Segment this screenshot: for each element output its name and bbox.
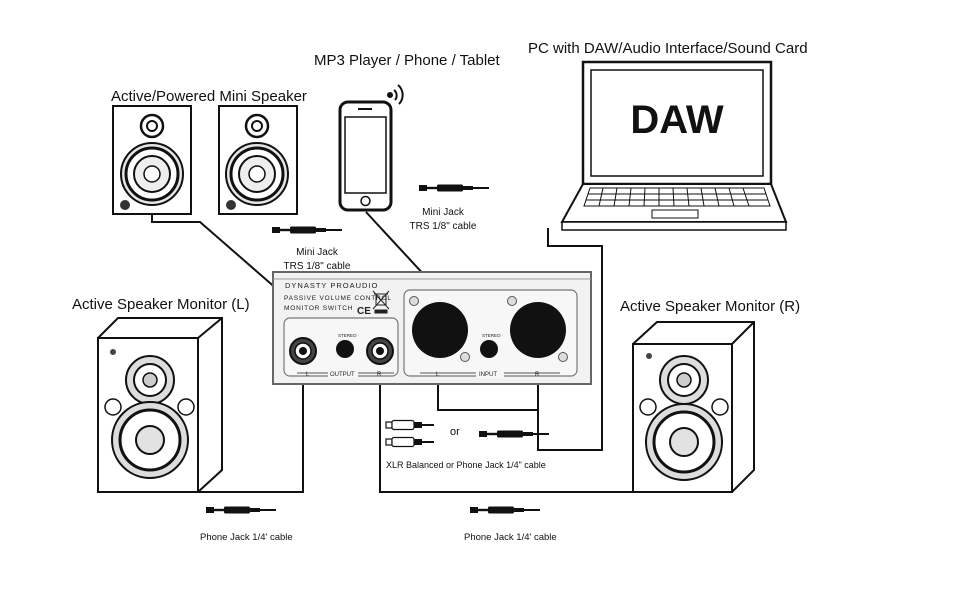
xlr-plug-icon	[385, 419, 435, 431]
mini-jack-plug-icon	[271, 225, 343, 235]
cable-output-l-to-monitor-l	[178, 372, 304, 493]
wireless-signal-icon	[387, 84, 404, 105]
dynasty-proaudio-device: DYNASTY PROAUDIO PASSIVE VOLUME CONTROL …	[272, 271, 592, 385]
crossed-out-bin-icon	[372, 290, 390, 314]
cable-input-l-r-bridge	[437, 372, 539, 411]
phone-jack-right-caption: Phone Jack 1/4' cable	[464, 532, 557, 543]
monitor-right-label: Active Speaker Monitor (R)	[620, 298, 801, 315]
xlr-plug-icon	[385, 436, 435, 448]
input-xlr-l[interactable]	[412, 302, 468, 358]
input-r-label: R	[535, 372, 540, 378]
input-l-label: L	[436, 372, 440, 378]
mini-jack-right-line1: Mini Jack	[422, 207, 464, 218]
mini-jack-right-line2: TRS 1/8" cable	[409, 221, 477, 232]
mini-speaker-label: Active/Powered Mini Speaker	[111, 88, 307, 105]
input-xlr-r[interactable]	[510, 302, 566, 358]
mp3-player-label: MP3 Player / Phone / Tablet	[314, 52, 500, 69]
mini-jack-plug-icon	[418, 183, 490, 193]
monitor-right	[632, 321, 755, 493]
laptop-keyboard	[583, 187, 771, 219]
input-stereo-jack[interactable]	[480, 340, 498, 358]
xlr-caption: XLR Balanced or Phone Jack 1/4" cable	[386, 460, 546, 470]
mini-jack-right-caption: Mini Jack TRS 1/8" cable	[403, 206, 483, 234]
daw-screen-text: DAW	[630, 98, 724, 142]
monitor-left-label: Active Speaker Monitor (L)	[72, 296, 250, 313]
phone-jack-plug-icon	[205, 505, 277, 515]
monitor-left	[97, 317, 223, 493]
pc-label: PC with DAW/Audio Interface/Sound Card	[528, 40, 808, 57]
mini-jack-left-caption: Mini Jack TRS 1/8" cable	[277, 246, 357, 274]
phone-jack-plug-icon	[469, 505, 541, 515]
cable-output-r-to-monitor-r	[379, 372, 690, 493]
ce-mark: CE	[357, 306, 371, 317]
output-l-label: L	[306, 372, 310, 378]
device-title-line2: MONITOR SWITCH	[284, 305, 353, 312]
mp3-player-phone	[338, 100, 393, 212]
mini-speaker-left	[112, 105, 192, 215]
cable-mini-speaker-to-output	[151, 214, 341, 345]
stereo-label-output: STEREO	[338, 333, 357, 338]
output-label: OUTPUT	[330, 372, 355, 378]
mini-jack-left-line2: TRS 1/8" cable	[283, 261, 351, 272]
or-label: or	[450, 426, 460, 438]
mini-speaker-right	[218, 105, 298, 215]
output-r-label: R	[377, 372, 382, 378]
phone-jack-left-caption: Phone Jack 1/4' cable	[200, 532, 293, 543]
output-stereo-jack[interactable]	[336, 340, 354, 358]
input-label: INPUT	[479, 372, 497, 378]
device-brand: DYNASTY PROAUDIO	[285, 281, 378, 290]
stereo-label-input: STEREO	[482, 333, 501, 338]
device-title-line1: PASSIVE VOLUME CONTROL	[284, 295, 392, 302]
mini-jack-left-line1: Mini Jack	[296, 247, 338, 258]
cables	[151, 211, 690, 493]
pc-laptop	[560, 60, 788, 231]
cable-input-to-pc	[537, 228, 603, 451]
